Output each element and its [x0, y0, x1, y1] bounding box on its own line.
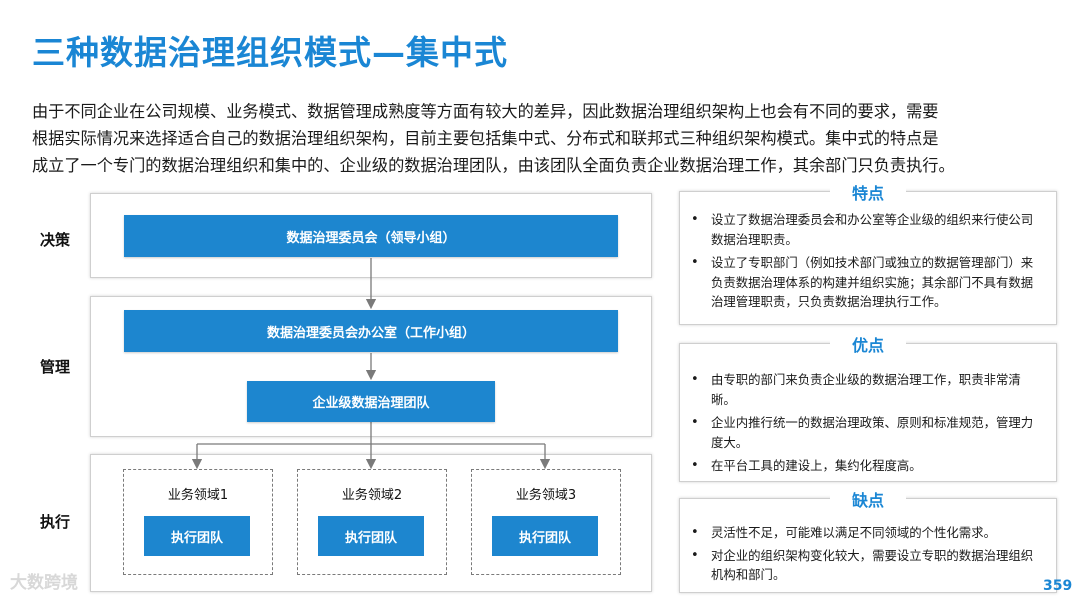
committee-box: 数据治理委员会（领导小组）	[124, 215, 618, 257]
intro-line-3: 成立了一个专门的数据治理组织和集中的、企业级的数据治理团队，由该团队全面负责企业…	[32, 156, 955, 175]
enterprise-team-box: 企业级数据治理团队	[247, 381, 495, 422]
list-item: 设立了专职部门（例如技术部门或独立的数据管理部门）来负责数据治理体系的构建并组织…	[680, 253, 1056, 312]
domain-3-label: 业务领域3	[515, 488, 577, 503]
office-box: 数据治理委员会办公室（工作小组）	[124, 310, 618, 352]
domain-3: 业务领域3 执行团队	[471, 469, 621, 575]
page-number: 359	[1043, 578, 1073, 594]
row-label-execution: 执行	[40, 513, 71, 531]
pros-list: 由专职的部门来负责企业级的数据治理工作，职责非常清晰。 企业内推行统一的数据治理…	[680, 370, 1056, 476]
list-item: 在平台工具的建设上，集约化程度高。	[680, 456, 1056, 476]
domain-1-exec-team: 执行团队	[144, 516, 250, 556]
features-title: 特点	[829, 184, 906, 203]
pros-panel: 优点 由专职的部门来负责企业级的数据治理工作，职责非常清晰。 企业内推行统一的数…	[679, 336, 1057, 482]
domain-1: 业务领域1 执行团队	[123, 469, 273, 575]
features-panel: 特点 设立了数据治理委员会和办公室等企业级的组织来行使公司数据治理职责。 设立了…	[679, 184, 1057, 325]
row-label-decision: 决策	[40, 231, 71, 249]
cons-title: 缺点	[829, 491, 906, 510]
domain-2-label: 业务领域2	[341, 488, 403, 503]
page-title: 三种数据治理组织模式—集中式	[32, 33, 508, 72]
watermark-logo: 大数跨境	[10, 573, 78, 593]
cons-list: 灵活性不足，可能难以满足不同领域的个性化需求。 对企业的组织架构变化较大，需要设…	[680, 523, 1056, 585]
domain-3-exec-team: 执行团队	[492, 516, 598, 556]
pros-title: 优点	[829, 336, 906, 355]
intro-line-1: 由于不同企业在公司规模、业务模式、数据管理成熟度等方面有较大的差异，因此数据治理…	[32, 102, 939, 121]
list-item: 由专职的部门来负责企业级的数据治理工作，职责非常清晰。	[680, 370, 1056, 409]
features-list: 设立了数据治理委员会和办公室等企业级的组织来行使公司数据治理职责。 设立了专职部…	[680, 210, 1056, 312]
cons-panel: 缺点 灵活性不足，可能难以满足不同领域的个性化需求。 对企业的组织架构变化较大，…	[679, 491, 1057, 593]
list-item: 灵活性不足，可能难以满足不同领域的个性化需求。	[680, 523, 1056, 543]
domain-2-exec-team: 执行团队	[318, 516, 424, 556]
list-item: 设立了数据治理委员会和办公室等企业级的组织来行使公司数据治理职责。	[680, 210, 1056, 249]
intro-line-2: 根据实际情况来选择适合自己的数据治理组织架构，目前主要包括集中式、分布式和联邦式…	[32, 129, 939, 148]
domain-1-label: 业务领域1	[167, 488, 229, 503]
row-label-management: 管理	[40, 358, 71, 376]
list-item: 对企业的组织架构变化较大，需要设立专职的数据治理组织机构和部门。	[680, 546, 1056, 585]
domain-2: 业务领域2 执行团队	[297, 469, 447, 575]
list-item: 企业内推行统一的数据治理政策、原则和标准规范，管理力度大。	[680, 413, 1056, 452]
intro-paragraph: 由于不同企业在公司规模、业务模式、数据管理成熟度等方面有较大的差异，因此数据治理…	[32, 98, 1062, 179]
